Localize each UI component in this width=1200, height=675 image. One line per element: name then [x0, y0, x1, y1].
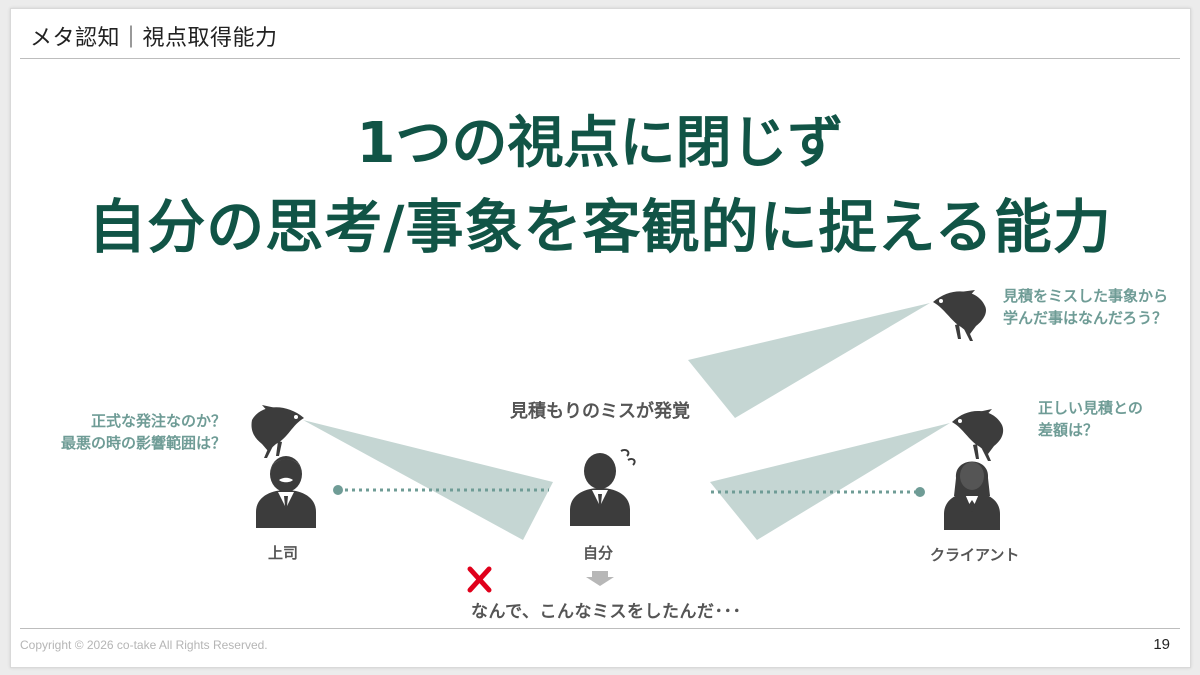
self-person-icon — [570, 448, 636, 526]
boss-view-beam — [303, 420, 553, 540]
boss-label: 上司 — [268, 544, 299, 562]
client-label: クライアント — [930, 546, 1020, 564]
header-divider — [20, 58, 1180, 59]
page-number: 19 — [1153, 636, 1170, 653]
page-title: メタ認知｜視点取得能力 — [30, 26, 278, 51]
client-question-line-2: 差額は？ — [1038, 421, 1099, 439]
cross-mark-icon — [467, 566, 492, 593]
client-bird-icon — [952, 409, 1004, 461]
self-label: 自分 — [583, 544, 614, 562]
boss-bird-icon — [251, 405, 304, 458]
client-view-beam — [710, 423, 950, 540]
headline-line-1: 1つの視点に閉じず — [356, 111, 844, 176]
meta-view-beam — [688, 303, 930, 418]
down-arrow-icon — [586, 571, 614, 586]
client-question-line-1: 正しい見積との — [1038, 399, 1143, 417]
headline-line-2: 自分の思考/事象を客観的に捉える能力 — [88, 193, 1112, 261]
copyright: Copyright © 2026 co-take All Rights Rese… — [20, 638, 268, 652]
meta-bird-icon — [933, 290, 986, 341]
client-person-icon — [944, 461, 1000, 530]
event-label: 見積もりのミスが発覚 — [510, 401, 690, 422]
client-perspective-question: 正しい見積との 差額は？ — [1038, 397, 1143, 441]
slide — [10, 8, 1191, 668]
boss-question-line-1: 正式な発注なのか？ — [90, 412, 226, 430]
conclusion-text: なんで、こんなミスをしたんだ･･･ — [471, 602, 742, 622]
boss-perspective-question: 正式な発注なのか？ 最悪の時の影響範囲は？ — [41, 410, 226, 454]
boss-question-line-2: 最悪の時の影響範囲は？ — [60, 434, 226, 452]
boss-connector-dot — [333, 485, 343, 495]
meta-perspective-question: 見積をミスした事象から 学んだ事はなんだろう？ — [1003, 285, 1168, 329]
meta-question-line-2: 学んだ事はなんだろう？ — [1003, 309, 1168, 327]
client-connector-dot — [915, 487, 925, 497]
meta-question-line-1: 見積をミスした事象から — [1003, 287, 1169, 305]
boss-person-icon — [256, 456, 316, 528]
footer-divider — [20, 628, 1180, 629]
